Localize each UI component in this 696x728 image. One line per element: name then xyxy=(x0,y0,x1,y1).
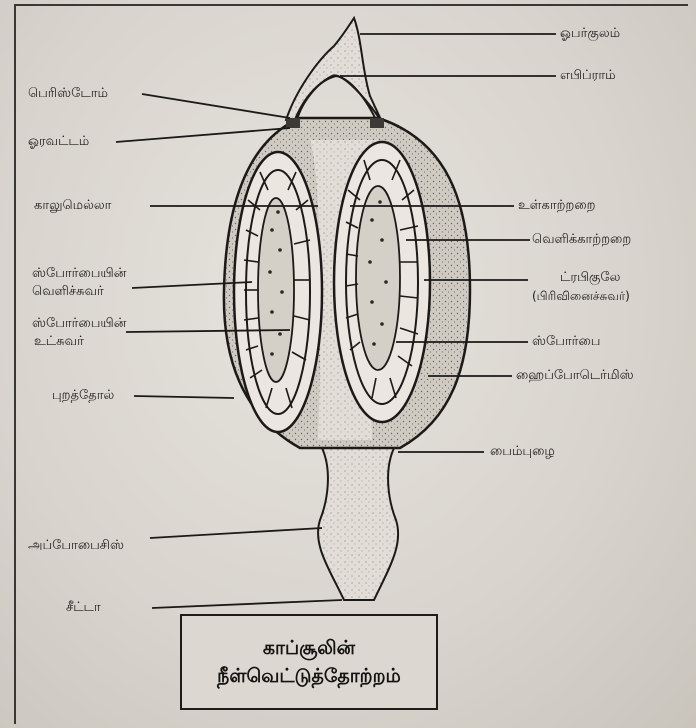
label-trabeculae-2: (பிரிவினைச்சுவர்) xyxy=(532,288,630,304)
label-spore-sac-inner-wall-1: ஸ்போர்பையின் xyxy=(32,316,126,332)
caption-line-1: காப்சூலின் xyxy=(263,634,355,662)
seta-stalk xyxy=(318,448,398,600)
right-spore-sac xyxy=(356,186,400,370)
label-spore-sac: ஸ்போர்பை xyxy=(532,334,600,350)
label-spore-sac-inner-wall-2: உட்சுவர் xyxy=(34,334,84,350)
label-apophysis: அப்போபைசிஸ் xyxy=(28,538,124,554)
label-seta: சீட்டா xyxy=(66,600,101,616)
label-annulus: ஓரவட்டம் xyxy=(28,134,89,150)
label-green-tissue: பைம்புழை xyxy=(490,444,555,460)
label-inner-air-space: உள்காற்றறை xyxy=(518,198,595,214)
label-epidermis: புறத்தோல் xyxy=(52,388,114,404)
caption-line-2: நீள்வெட்டுத்தோற்றம் xyxy=(217,662,401,690)
label-spore-sac-outer-wall-2: வெளிச்சுவர் xyxy=(32,284,104,300)
caption-box: காப்சூலின் நீள்வெட்டுத்தோற்றம் xyxy=(180,614,438,710)
label-peristome: பெரிஸ்டோம் xyxy=(28,86,108,102)
label-columella: காலுமெல்லா xyxy=(34,198,111,214)
label-trabeculae-1: ட்ரபிகுலே xyxy=(560,270,620,286)
label-operculum: ஓபர்குலம் xyxy=(560,26,620,42)
label-epiphragm: எபிப்ராம் xyxy=(560,68,616,84)
label-spore-sac-outer-wall-1: ஸ்போர்பையின் xyxy=(32,266,126,282)
left-spore-sac xyxy=(258,198,294,382)
label-hypodermis: ஹைப்போடெர்மிஸ் xyxy=(516,368,634,384)
label-outer-air-space: வெளிக்காற்றறை xyxy=(532,232,631,248)
